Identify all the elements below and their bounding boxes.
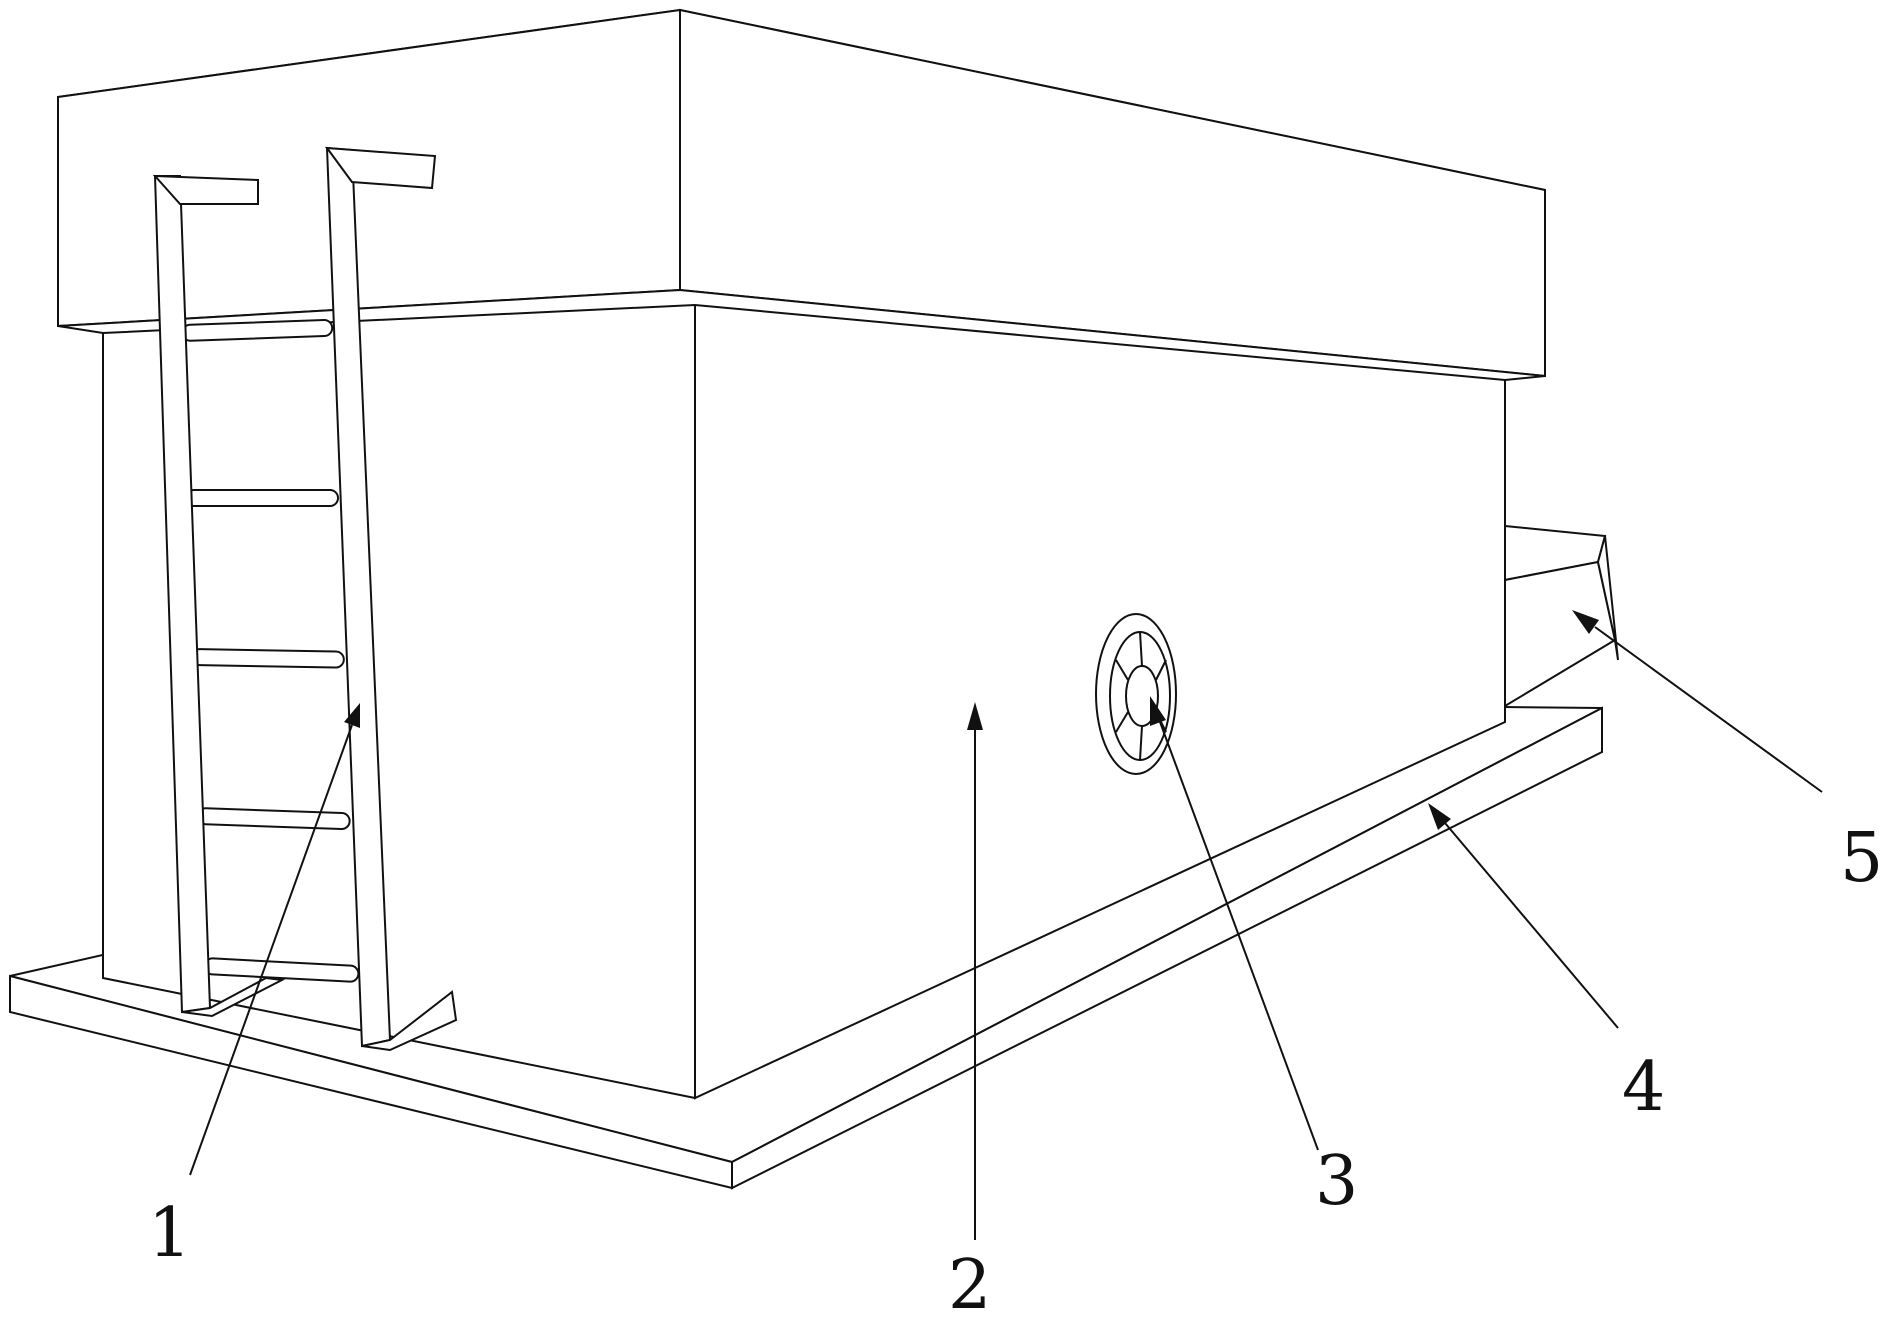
callout-2: 2 [948, 1246, 991, 1319]
ladder-left-hook [152, 174, 259, 205]
ladder-right-foot [361, 990, 458, 1052]
leader-5 [1572, 610, 1823, 793]
callout-1: 1 [148, 1194, 191, 1273]
callout-4: 4 [1622, 1048, 1665, 1127]
valve-wheel [1095, 613, 1177, 775]
side-hopper [1504, 524, 1619, 708]
leader-1 [189, 703, 360, 1176]
leader-3 [1150, 696, 1319, 1151]
callout-5: 5 [1840, 819, 1882, 898]
leader-4 [1428, 803, 1619, 1029]
ladder-right-hook [324, 146, 437, 190]
leader-2 [967, 702, 983, 1240]
callout-3: 3 [1315, 1142, 1358, 1221]
ladder [152, 146, 458, 1052]
